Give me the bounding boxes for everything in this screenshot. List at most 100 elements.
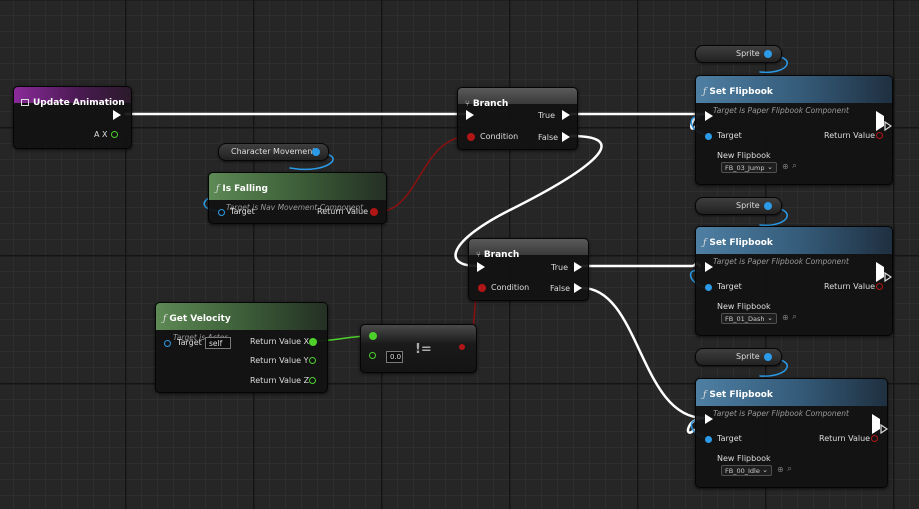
not-equal-a-pin[interactable] [369, 332, 377, 340]
branch-mid-condition-pin[interactable] [478, 284, 486, 292]
sprite-variable-1[interactable]: Sprite [695, 45, 782, 63]
set-flipbook-exec-out-pin[interactable] [876, 111, 893, 132]
character-movement-variable[interactable]: Character Movement [218, 143, 329, 161]
branch-mid-true-pin[interactable] [574, 262, 582, 272]
search-icon[interactable]: ⌕ [792, 161, 798, 171]
not-equal-node[interactable]: 0.0 != [360, 324, 477, 373]
is-falling-return-label: Return Value [317, 207, 369, 216]
update-animation-event-node[interactable]: Update Animation A X [13, 86, 132, 149]
flipbook-dropdown[interactable]: FB_03_Jump ⌄ [721, 162, 777, 173]
function-icon: ƒ [703, 87, 707, 97]
set-flipbook-target-label: Target [717, 282, 742, 291]
new-flipbook-label: New Flipbook [717, 302, 771, 311]
branch-mid-false-label: False [550, 284, 571, 293]
function-icon: ƒ [703, 390, 707, 400]
branch-top-true-pin[interactable] [562, 110, 570, 120]
flipbook-dropdown[interactable]: FB_01_Dash ⌄ [721, 313, 777, 324]
return-value-x-label: Return Value X [250, 337, 310, 346]
not-equal-out-pin[interactable] [459, 344, 465, 350]
branch-mid-exec-in-pin[interactable] [477, 262, 485, 272]
return-value-x-pin[interactable] [309, 338, 317, 346]
set-flipbook-return-pin[interactable] [876, 132, 883, 139]
set-flipbook-return-label: Return Value [824, 282, 876, 291]
branch-top-exec-in-pin[interactable] [466, 110, 474, 120]
sprite-label: Sprite [736, 49, 760, 58]
branch-mid-false-pin[interactable] [574, 283, 582, 293]
get-velocity-title: Get Velocity [169, 314, 231, 324]
set-flipbook-exec-out-pin[interactable] [872, 414, 889, 435]
set-flipbook-subtitle: Target is Paper Flipbook Component [713, 409, 849, 418]
is-falling-target-label: Target [230, 207, 255, 216]
branch-top-false-pin[interactable] [562, 132, 570, 142]
set-flipbook-target-label: Target [717, 131, 742, 140]
set-flipbook-target-pin[interactable] [705, 436, 712, 443]
set-flipbook-target-pin[interactable] [705, 284, 712, 291]
is-falling-target-pin[interactable] [218, 209, 225, 216]
branch-top-condition-pin[interactable] [467, 133, 475, 141]
ax-pin[interactable] [111, 131, 118, 138]
event-icon [21, 99, 29, 106]
set-flipbook-target-pin[interactable] [705, 133, 712, 140]
get-velocity-self-field[interactable]: self [205, 337, 231, 349]
flipbook-dropdown[interactable]: FB_00_Idle ⌄ [721, 465, 772, 476]
set-flipbook-target-label: Target [717, 434, 742, 443]
get-velocity-target-pin[interactable] [164, 340, 171, 347]
set-flipbook-exec-in-pin[interactable] [705, 414, 713, 424]
return-value-z-pin[interactable] [309, 377, 316, 384]
not-equal-b-value-field[interactable]: 0.0 [386, 351, 403, 363]
set-flipbook-exec-in-pin[interactable] [705, 262, 713, 272]
set-flipbook-return-pin[interactable] [876, 283, 883, 290]
return-value-y-pin[interactable] [309, 357, 316, 364]
browse-icon[interactable]: ⊕ [782, 313, 789, 322]
set-flipbook-exec-in-pin[interactable] [705, 111, 713, 121]
search-icon[interactable]: ⌕ [792, 312, 798, 322]
sprite-label: Sprite [736, 201, 760, 210]
set-flipbook-title: Set Flipbook [709, 87, 773, 97]
get-velocity-target-label: Target [177, 338, 202, 347]
browse-icon[interactable]: ⊕ [782, 162, 789, 171]
sprite-variable-3[interactable]: Sprite [695, 348, 782, 366]
set-flipbook-return-pin[interactable] [871, 435, 878, 442]
branch-top-condition-label: Condition [480, 132, 519, 141]
character-movement-out-pin[interactable] [312, 148, 320, 156]
branch-mid-node[interactable]: ⑂Branch True Condition False [468, 238, 589, 301]
new-flipbook-label: New Flipbook [717, 454, 771, 463]
branch-mid-title: Branch [483, 250, 520, 260]
browse-icon[interactable]: ⊕ [777, 465, 784, 474]
flipbook-dropdown-value: FB_00_Idle [725, 467, 760, 475]
sprite-out-pin[interactable] [764, 202, 772, 210]
sprite-out-pin[interactable] [764, 50, 772, 58]
search-icon[interactable]: ⌕ [787, 464, 793, 474]
exec-out-outline [880, 423, 889, 435]
branch-top-false-label: False [538, 133, 559, 142]
is-falling-subtitle: Target is Nav Movement Component [226, 203, 364, 212]
sprite-variable-2[interactable]: Sprite [695, 197, 782, 215]
chevron-down-icon: ⌄ [767, 314, 773, 322]
branch-top-node[interactable]: ⑂Branch True Condition False [457, 87, 578, 150]
flipbook-dropdown-value: FB_01_Dash [725, 315, 765, 323]
set-flipbook-subtitle: Target is Paper Flipbook Component [713, 106, 849, 115]
bool-wire-isfalling-to-condition [376, 135, 471, 213]
set-flipbook-return-label: Return Value [824, 131, 876, 140]
branch-top-true-label: True [538, 111, 555, 120]
chevron-down-icon: ⌄ [767, 163, 773, 171]
get-velocity-subtitle: Target is Actor [173, 333, 228, 342]
sprite-out-pin[interactable] [764, 353, 772, 361]
not-equal-b-pin[interactable] [369, 352, 376, 359]
branch-mid-header: ⑂Branch [469, 239, 588, 260]
set-flipbook-subtitle: Target is Paper Flipbook Component [713, 257, 849, 266]
function-icon: ƒ [163, 314, 167, 324]
exec-out-pin[interactable] [113, 110, 121, 120]
is-falling-return-pin[interactable] [370, 208, 378, 216]
set-flipbook-exec-out-pin[interactable] [876, 262, 893, 283]
exec-wire-branch-true-to-jump [569, 112, 706, 130]
ax-pin-label: A X [94, 130, 108, 139]
function-icon: ƒ [703, 238, 707, 248]
